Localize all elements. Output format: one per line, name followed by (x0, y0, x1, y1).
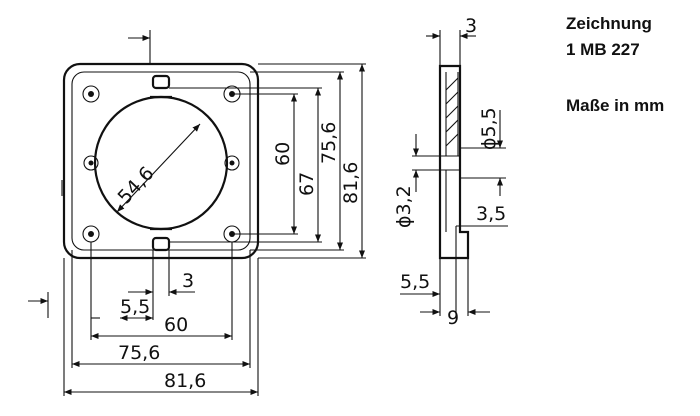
dim-side-total-width: 9 (420, 258, 490, 329)
plate-inner-outline (71, 71, 251, 251)
dim-outer-width-text: 81,6 (164, 370, 206, 392)
dim-inner-height-text: 67 (296, 172, 318, 196)
side-view: 3 ϕ5,5 ϕ3,2 3,5 5,5 (393, 15, 508, 329)
dim-side-left-width-text: 5,5 (400, 271, 430, 293)
plate-outer-outline (62, 62, 260, 260)
title-drawing-number: 1 MB 227 (566, 40, 640, 59)
dim-slot-offset-text: 5,5 (120, 296, 150, 318)
title-drawing-label: Zeichnung (566, 14, 652, 33)
dim-outer-height: 81,6 (340, 64, 366, 258)
dim-step-depth: 3,5 (456, 203, 508, 227)
dim-inner-height-75: 75,6 (318, 72, 344, 250)
dim-cutout-diameter-text: 54,6 (114, 162, 159, 208)
dim-slot-width-text: 3 (182, 270, 194, 292)
dim-hole-small-text: ϕ3,2 (393, 185, 415, 228)
dim-hole-large-text: ϕ5,5 (478, 107, 500, 150)
mounting-holes (82, 85, 241, 243)
dim-outer-height-text: 81,6 (340, 162, 362, 204)
dim-inner-width: 75,6 (72, 342, 250, 368)
side-plate-body (438, 64, 470, 260)
dim-cutout-diameter: 54,6 (114, 123, 201, 213)
dim-outer-width: 81,6 (64, 370, 258, 396)
dim-inner-height: 67 (296, 88, 322, 242)
front-view: 54,6 3 5,5 60 (28, 30, 366, 396)
dim-side-thickness-top: 3 (426, 15, 477, 66)
dim-slot-width: 3 (128, 270, 195, 296)
dim-hole-spacing-h-text: 60 (164, 314, 188, 336)
dim-slot-offset: 5,5 (91, 296, 153, 322)
dim-side-left-width: 5,5 (400, 258, 457, 316)
dim-inner-height-75-text: 75,6 (318, 122, 340, 164)
dim-hole-spacing-h: 60 (91, 314, 232, 340)
dim-side-thickness-top-text: 3 (465, 15, 477, 37)
dim-side-total-width-text: 9 (447, 307, 459, 329)
dim-hole-spacing-v: 60 (272, 94, 298, 234)
dim-step-depth-text: 3,5 (476, 203, 506, 225)
front-extension-lines (63, 242, 259, 396)
dim-inner-width-text: 75,6 (118, 342, 160, 364)
front-extension-lines-right (169, 63, 366, 259)
dim-hole-large: ϕ5,5 (460, 107, 506, 196)
title-units: Maße in mm (566, 96, 665, 115)
central-cutout (93, 74, 229, 252)
dim-hole-spacing-v-text: 60 (272, 142, 294, 166)
section-markers (28, 30, 151, 318)
side-hatching (445, 77, 459, 147)
dim-hole-small: ϕ3,2 (393, 134, 440, 228)
